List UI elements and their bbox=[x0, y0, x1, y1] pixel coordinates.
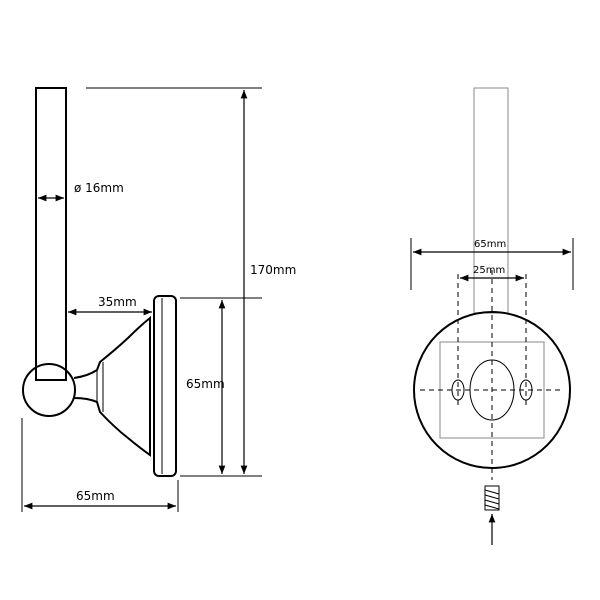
dim-170-label: 170mm bbox=[250, 263, 296, 277]
dim-25-label: 25mm bbox=[473, 265, 505, 276]
ball-end bbox=[22, 363, 76, 417]
dim-35-label: 35mm bbox=[98, 295, 137, 309]
side-view: 170mm 65mm ø 16mm 35mm 65mm bbox=[21, 87, 296, 512]
dim-plate-width-label: 65mm bbox=[474, 239, 506, 250]
rod-front bbox=[473, 87, 509, 314]
dim-dia-label: ø 16mm bbox=[74, 181, 124, 195]
rod-side bbox=[35, 87, 67, 381]
collar bbox=[96, 362, 104, 412]
dim-65-width-label: 65mm bbox=[76, 489, 115, 503]
front-view: 65mm 25mm bbox=[410, 87, 574, 545]
screw bbox=[484, 485, 500, 511]
dim-65-height-label: 65mm bbox=[186, 377, 225, 391]
neck bbox=[73, 315, 151, 457]
back-plate bbox=[153, 295, 177, 477]
